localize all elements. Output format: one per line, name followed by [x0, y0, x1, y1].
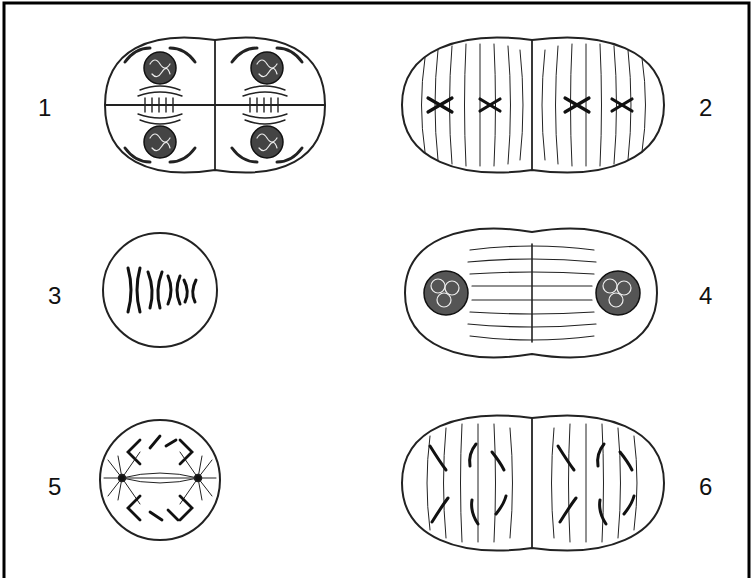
cell-metaphase-pair — [402, 38, 664, 173]
callout-number: 2 — [699, 96, 712, 120]
cell-prophase — [103, 233, 217, 347]
cell-telophase-phragmoplast — [405, 229, 657, 358]
callout-number: 4 — [699, 284, 712, 308]
cell-telophase-pair — [105, 38, 325, 173]
callout-number: 5 — [48, 475, 61, 499]
callout-number: 3 — [48, 284, 61, 308]
callout-number: 1 — [38, 96, 51, 120]
cell-anaphase-pair — [402, 416, 664, 551]
callout-number: 6 — [699, 475, 712, 499]
cell-anaphase-asters — [100, 420, 220, 540]
frame — [4, 3, 749, 578]
